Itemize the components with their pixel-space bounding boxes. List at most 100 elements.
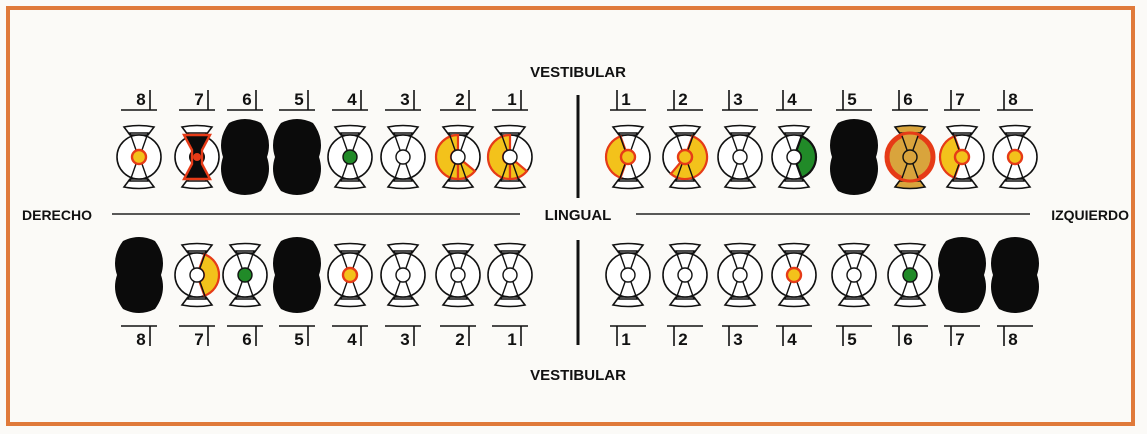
upper_right-number-2: 2 [440,90,476,111]
lower_left-number-8: 8 [997,325,1033,349]
tooth-number-label: 8 [136,330,145,349]
tooth-number-label: 5 [294,330,303,349]
tooth-number-label: 8 [1008,90,1017,109]
tooth-occlusal-surface [189,267,205,283]
lower_left-number-4: 4 [776,325,812,349]
lower_right-number-2: 2 [440,325,476,349]
missing-tooth-shape [991,237,1039,313]
tooth-lower_right-3 [380,242,426,308]
tooth-number-label: 7 [955,330,964,349]
tooth-occlusal-surface [846,267,862,283]
crown-outline [884,131,936,183]
tooth-lower_right-2 [435,242,481,308]
tooth-occlusal-surface [786,149,802,165]
lower_left-number-2: 2 [667,325,703,349]
upper_right-number-7: 7 [179,90,215,111]
tooth-occlusal-surface [395,149,411,165]
lower_right-number-3: 3 [385,325,421,349]
tooth-lower_left-1 [605,242,651,308]
upper_right-number-6: 6 [227,90,263,111]
tooth-number-label: 8 [136,90,145,109]
orange-frame [6,6,1135,426]
tooth-number-label: 8 [1008,330,1017,349]
missing-tooth-shape [830,119,878,195]
tooth-upper_right-3 [380,124,426,190]
tooth-occlusal-surface [502,267,518,283]
tooth-lower_right-6 [222,242,268,308]
tooth-occlusal-surface [395,267,411,283]
upper_left-number-8: 8 [997,90,1033,111]
tooth-occlusal-surface [450,267,466,283]
tooth-lower_left-5 [831,242,877,308]
upper_left-number-7: 7 [944,90,980,111]
tooth-number-label: 3 [733,90,742,109]
tooth-upper_left-7 [938,124,985,190]
tooth-occlusal-surface [785,266,803,284]
tooth-upper_left-5 [830,119,878,195]
lower_left-number-6: 6 [892,325,928,349]
tooth-upper_right-8 [116,124,162,190]
tooth-red-point [193,153,201,161]
tooth-upper_right-4 [327,124,373,190]
tooth-number-label: 4 [347,330,357,349]
tooth-number-label: 5 [847,330,856,349]
tooth-occlusal-surface [732,267,748,283]
tooth-occlusal-surface [902,267,918,283]
tooth-lower_left-3 [717,242,763,308]
tooth-lower_left-6 [887,242,933,308]
tooth-lower_right-1 [487,242,533,308]
upper_left-number-3: 3 [722,90,758,111]
tooth-occlusal-surface [450,149,466,165]
tooth-number-label: 3 [400,90,409,109]
tooth-number-label: 2 [455,330,464,349]
tooth-occlusal-surface [342,149,358,165]
tooth-lower_left-2 [662,242,708,308]
lower_right-number-5: 5 [279,325,315,349]
lower_right-number-6: 6 [227,325,263,349]
lower_right-number-4: 4 [332,325,368,349]
tooth-upper_left-3 [717,124,763,190]
tooth-number-label: 3 [733,330,742,349]
tooth-lower_right-4 [327,242,373,308]
tooth-upper_left-8 [992,124,1038,190]
tooth-occlusal-surface [130,148,148,166]
tooth-number-label: 7 [194,330,203,349]
tooth-lower_right-8 [115,237,163,313]
missing-tooth-shape [273,119,321,195]
tooth-lower_left-7 [938,237,986,313]
tooth-occlusal-surface [502,149,518,165]
lower_left-number-3: 3 [722,325,758,349]
lower_left-number-7: 7 [944,325,980,349]
tooth-number-label: 7 [955,90,964,109]
tooth-occlusal-surface [902,149,918,165]
upper_right-number-1: 1 [492,90,528,111]
missing-tooth-shape [938,237,986,313]
label-vestibular-bottom: VESTIBULAR [530,367,626,384]
tooth-lower_left-8 [991,237,1039,313]
tooth-occlusal-surface [953,148,971,166]
tooth-occlusal-surface [341,266,359,284]
upper_right-number-8: 8 [121,90,157,111]
tooth-number-label: 2 [678,90,687,109]
upper_right-number-4: 4 [332,90,368,111]
tooth-lower_right-7 [174,242,221,308]
tooth-upper_left-4 [771,124,818,190]
missing-tooth-shape [115,237,163,313]
lower_right-number-8: 8 [121,325,157,349]
missing-tooth-shape [273,237,321,313]
tooth-number-label: 2 [678,330,687,349]
tooth-number-label: 6 [903,90,912,109]
missing-tooth-shape [221,119,269,195]
tooth-number-label: 1 [621,330,630,349]
lower_right-number-1: 1 [492,325,528,349]
tooth-occlusal-surface [237,267,253,283]
tooth-occlusal-surface [676,148,694,166]
tooth-upper_right-5 [273,119,321,195]
upper_left-number-5: 5 [836,90,872,111]
upper_right-number-3: 3 [385,90,421,111]
tooth-number-label: 6 [242,330,251,349]
tooth-occlusal-surface [619,148,637,166]
